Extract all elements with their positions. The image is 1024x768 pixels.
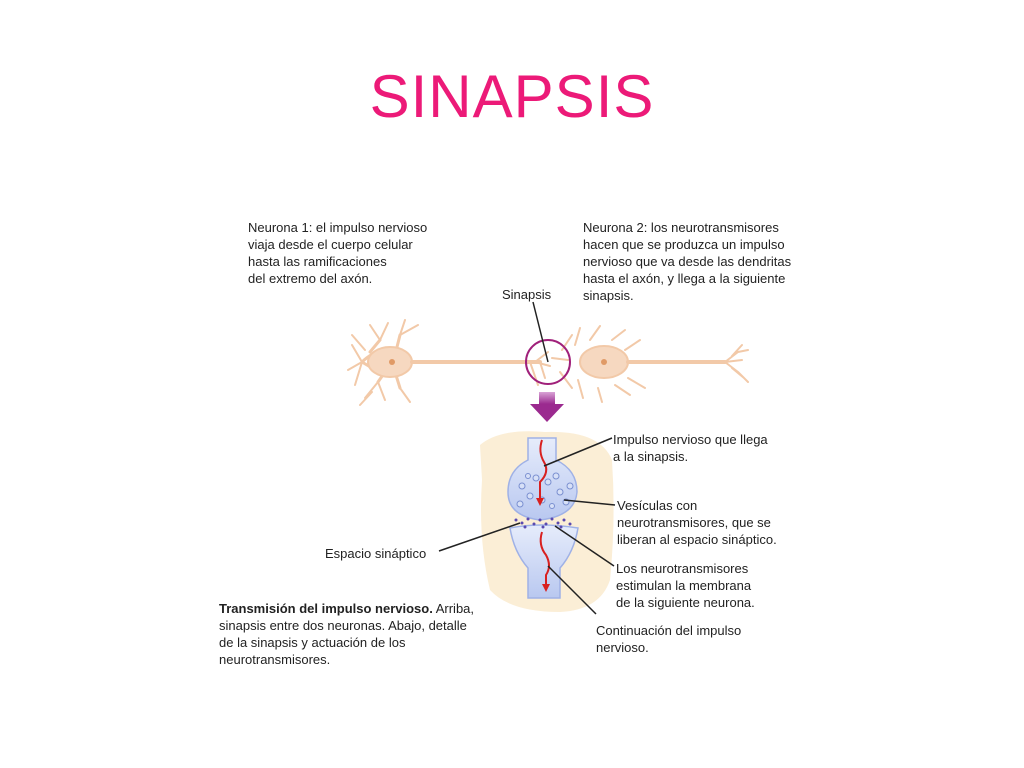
page-title: SINAPSIS (369, 63, 655, 130)
postsynaptic-neuron (509, 524, 579, 599)
synapse-pointer (532, 301, 549, 363)
neurotransmitters-label: Los neurotransmisores estimulan la membr… (616, 561, 755, 610)
label-pointers (438, 437, 616, 615)
impulse-arrows (536, 439, 550, 592)
continuation-label: Continuación del impulso nervioso. (596, 623, 742, 655)
caption-text: Arriba, (432, 601, 475, 616)
zoom-arrow (530, 392, 564, 422)
figure-caption: Transmisión del impulso nervioso. Arriba… (219, 601, 475, 667)
vesicles-label: Vesículas con neurotransmisores, que se … (617, 498, 777, 547)
neuron-1-description: Neurona 1: el impulso nervioso viaja des… (248, 220, 428, 286)
neuron-2-description: Neurona 2: los neurotransmisores hacen q… (583, 220, 792, 303)
impulse-label: Impulso nervioso que llega a la sinapsis… (613, 432, 768, 464)
synaptic-cleft-label: Espacio sináptico (325, 546, 427, 561)
neuron-2 (551, 325, 749, 403)
synapse-highlight-circle (525, 339, 571, 385)
neuron-1 (347, 319, 542, 406)
synapse-label: Sinapsis (502, 287, 552, 302)
caption-heading: Transmisión del impulso nervioso. (219, 601, 433, 616)
neurotransmitters (514, 517, 572, 529)
axon-terminal-1 (529, 351, 551, 386)
